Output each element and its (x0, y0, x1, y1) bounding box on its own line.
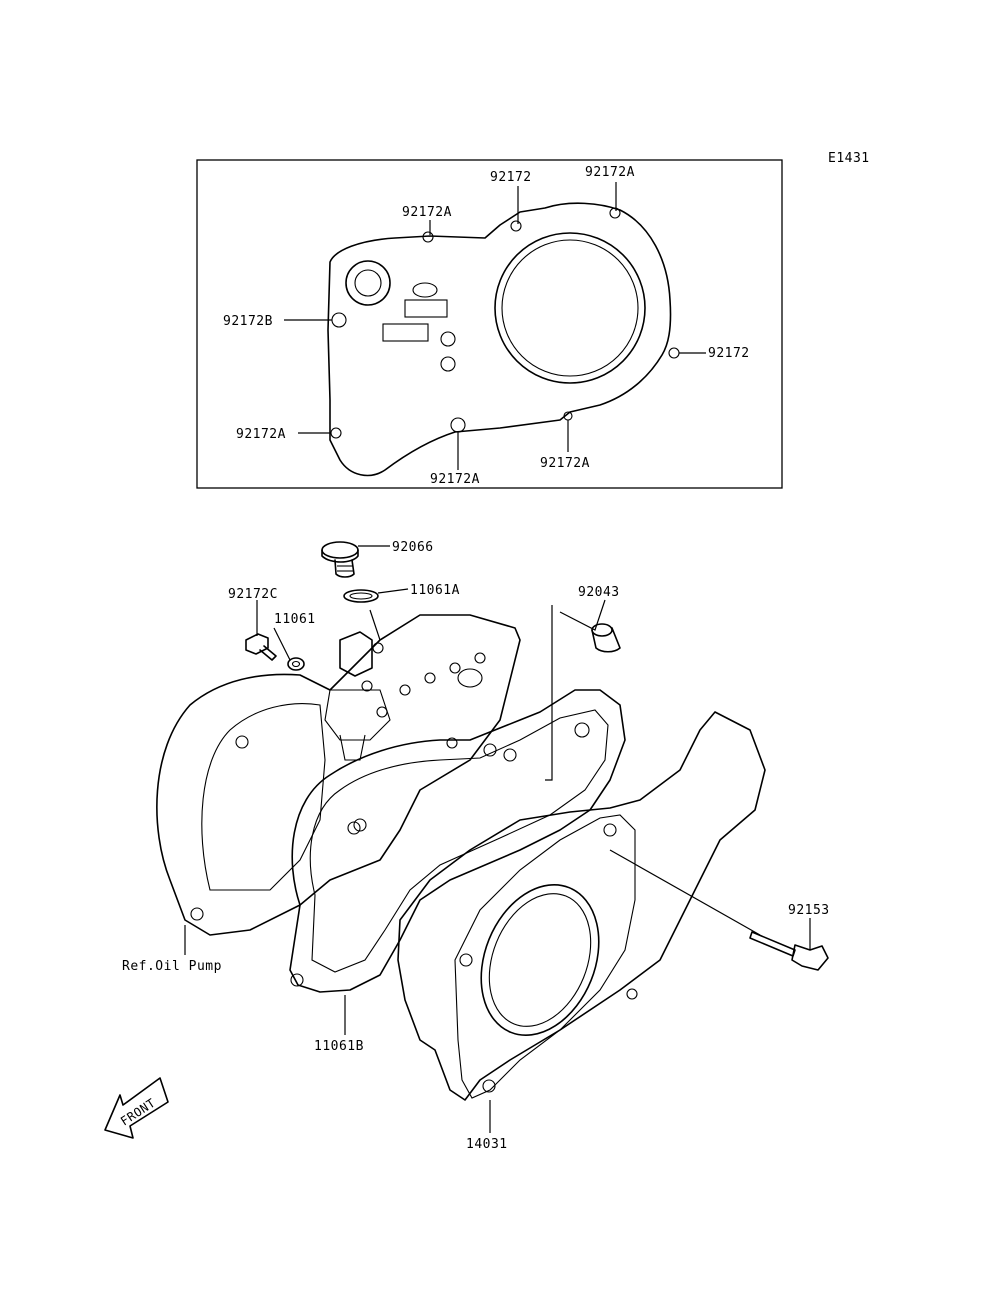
gasket-hole-2 (347, 821, 361, 835)
plate-boss (457, 668, 483, 688)
pump-gear (339, 734, 366, 761)
oil-pump-housing (156, 614, 521, 936)
label-inset-bottom-left: 92172A (236, 427, 286, 442)
label-inset-left: 92172B (223, 314, 273, 329)
cover-hole-2 (603, 823, 617, 837)
plate-hole-4 (474, 652, 486, 664)
gasket-hole-4 (503, 748, 517, 762)
inset-hole-top-center (510, 220, 522, 232)
diagram-code: E1431 (828, 151, 870, 166)
oring-part (343, 589, 379, 603)
oring-part-inner (349, 592, 373, 600)
inset-hole-top-right (609, 207, 621, 219)
label-inset-bottom-right: 92172A (540, 456, 590, 471)
pump-hole-2 (190, 907, 204, 921)
pump-flange (324, 689, 391, 741)
gasket-big-inner (309, 709, 609, 973)
inset-cover-outline (327, 202, 672, 477)
pump-hole-1 (235, 735, 249, 749)
pump-bolt-1 (376, 706, 388, 718)
leader-oring (377, 588, 409, 594)
label-gasket-big: 11061B (314, 1039, 364, 1054)
label-inset-right: 92172 (708, 346, 750, 361)
clutch-cover-opening (480, 884, 600, 1036)
inset-hole-right (668, 347, 680, 359)
label-bolt-small: 92172C (228, 587, 278, 602)
plate-hole-3 (449, 662, 461, 674)
gasket-hole-5 (574, 722, 590, 738)
cover-hole-3 (626, 988, 638, 1000)
leader-washer (273, 627, 291, 661)
label-inset-top-right: 92172A (585, 165, 635, 180)
exploded-view: FRONT 92066 11061A 92172C 11061 92043 92… (104, 540, 830, 1152)
pump-hole-3 (353, 818, 367, 832)
pump-fitting (372, 642, 384, 654)
plug-part (321, 541, 359, 578)
label-dowel: 92043 (578, 585, 620, 600)
inset-cover-view: 92172 92172A 92172A 92172B 92172 92172A … (196, 159, 783, 489)
inset-clutch-ring-inner (501, 239, 639, 377)
washer-part-inner (291, 660, 301, 668)
gasket-hole-6 (446, 737, 458, 749)
inset-hole-left (331, 312, 347, 328)
clutch-cover-opening-inner (488, 893, 592, 1027)
label-ref-oil-pump: Ref.Oil Pump (122, 959, 222, 974)
leader-bolt-long-axis (609, 849, 761, 936)
inset-filler-cap (345, 260, 391, 306)
label-cover: 14031 (466, 1137, 508, 1152)
bolt-small-part (245, 633, 277, 661)
leader-oring-down (369, 609, 381, 641)
oil-pump-housing-inner (201, 703, 326, 891)
front-arrow: FRONT (104, 1077, 169, 1139)
clutch-cover-flange (454, 814, 636, 1099)
inset-hole-bottom-center (450, 417, 466, 433)
label-inset-top-center: 92172 (490, 170, 532, 185)
label-bolt-long: 92153 (788, 903, 830, 918)
inset-boss-2 (440, 331, 456, 347)
plate-hole-1 (399, 684, 411, 696)
washer-part (287, 657, 305, 671)
bolt-long-part (749, 931, 829, 971)
inset-clutch-ring (494, 232, 646, 384)
clutch-cover (397, 711, 766, 1101)
label-gasket-small: 11061 (274, 612, 316, 627)
plate-hole-2 (424, 672, 436, 684)
inset-frame (196, 159, 783, 489)
label-inset-bottom-center: 92172A (430, 472, 480, 487)
inset-hole-upper-left (422, 231, 434, 243)
inset-filler-cap-inner (354, 269, 382, 297)
cover-hole-1 (459, 953, 473, 967)
inset-boss-1 (412, 282, 438, 298)
inset-hole-bottom-left (330, 427, 342, 439)
cover-hole-4 (482, 1079, 496, 1093)
gasket-big (289, 689, 626, 993)
leader-dowel-left (545, 605, 553, 781)
inset-boss-3 (440, 356, 456, 372)
label-plug: 92066 (392, 540, 434, 555)
gasket-hole-3 (483, 743, 497, 757)
inset-plate-1 (404, 299, 448, 318)
gasket-hole-1 (290, 973, 304, 987)
inset-plate-2 (382, 323, 429, 342)
label-inset-upper-left: 92172A (402, 205, 452, 220)
leader-dowel (559, 599, 606, 631)
label-oring: 11061A (410, 583, 460, 598)
pump-bolt-2 (361, 680, 373, 692)
dowel-part (591, 623, 621, 653)
pump-valve-body (339, 631, 373, 677)
